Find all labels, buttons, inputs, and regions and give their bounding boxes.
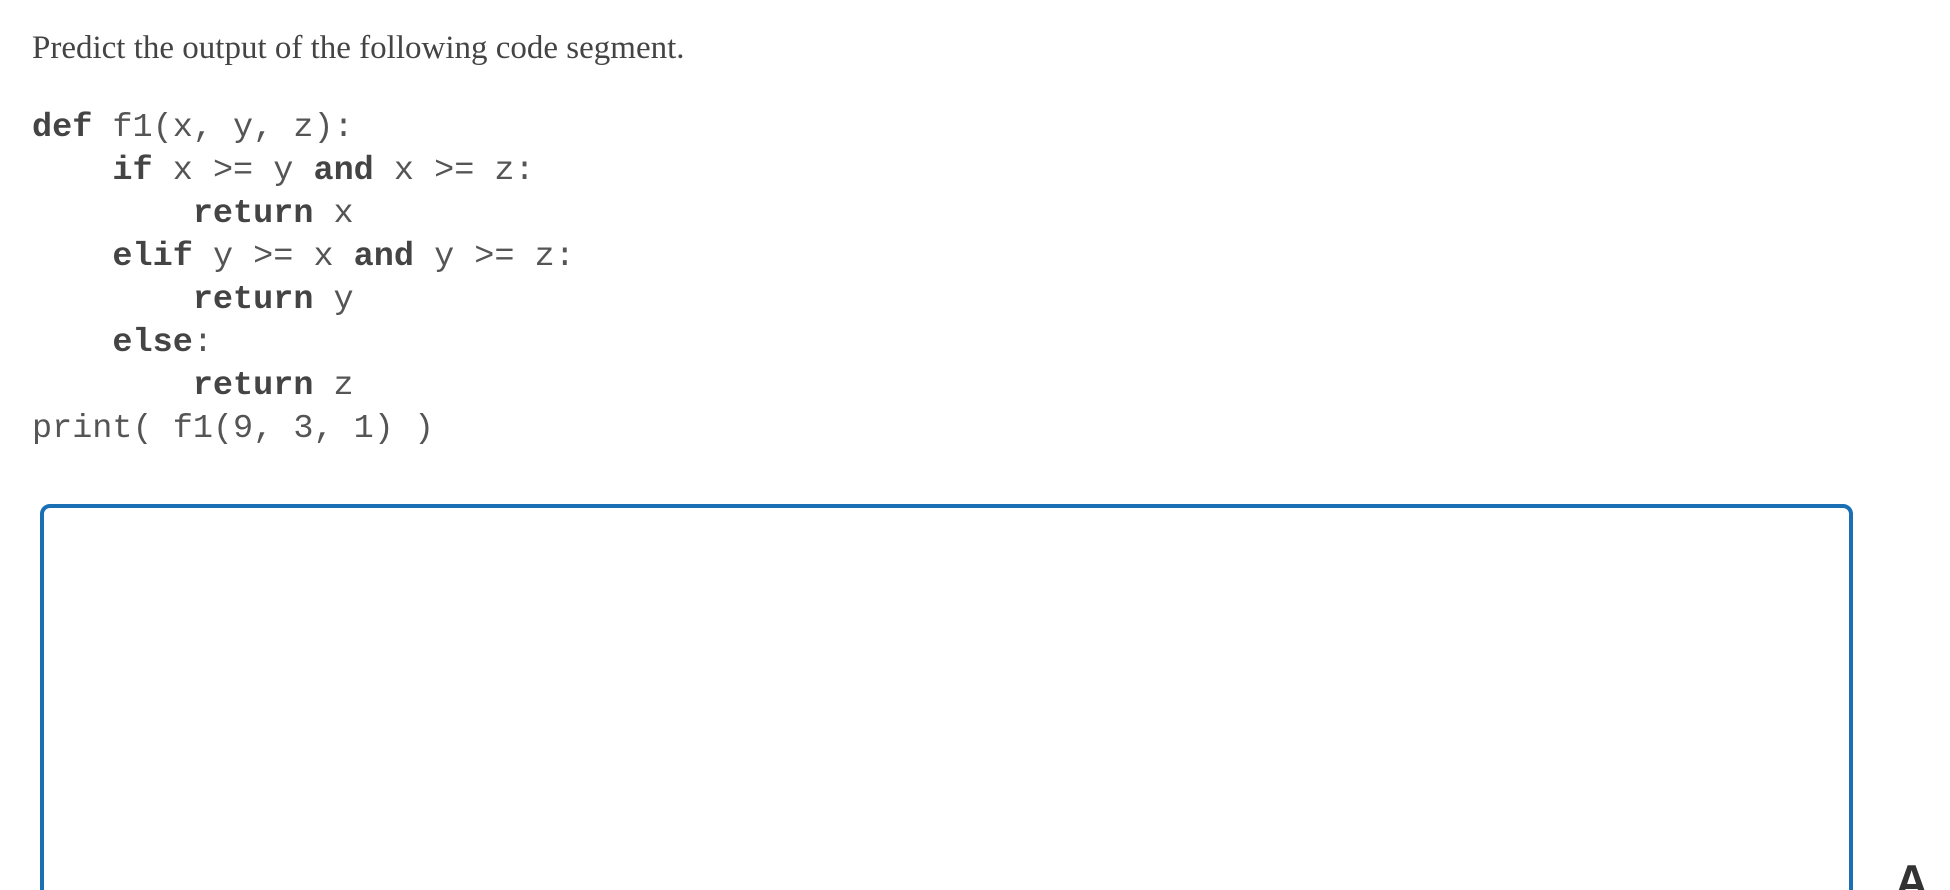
code-line: elif y >= x and y >= z: (32, 238, 575, 276)
code-keyword: else (112, 324, 193, 362)
code-line: return z (32, 367, 354, 405)
code-text (32, 238, 112, 276)
code-keyword: return (192, 367, 314, 405)
code-line: def f1(x, y, z): (32, 109, 354, 147)
code-keyword: return (192, 281, 314, 319)
code-keyword: elif (112, 238, 193, 276)
code-text: : (192, 324, 213, 362)
code-text (32, 281, 193, 319)
question-prompt: Predict the output of the following code… (32, 30, 685, 66)
code-text (32, 152, 112, 190)
code-line: if x >= y and x >= z: (32, 152, 535, 190)
code-text: y >= z: (413, 238, 575, 276)
code-text (32, 195, 193, 233)
code-text (32, 367, 193, 405)
code-keyword: def (32, 109, 93, 147)
code-line: print( f1(9, 3, 1) ) (32, 410, 434, 448)
code-line: else: (32, 324, 213, 362)
code-text: y (313, 281, 354, 319)
code-line: return y (32, 281, 354, 319)
code-line: return x (32, 195, 354, 233)
code-keyword: and (313, 152, 374, 190)
code-text: x (313, 195, 354, 233)
code-text: print( f1(9, 3, 1) ) (32, 410, 435, 448)
code-block: def f1(x, y, z): if x >= y and x >= z: r… (32, 107, 575, 451)
code-keyword: return (192, 195, 314, 233)
code-keyword: if (112, 152, 153, 190)
code-text: z (313, 367, 354, 405)
answer-input[interactable] (40, 504, 1853, 890)
code-text: f1(x, y, z): (92, 109, 354, 147)
code-keyword: and (353, 238, 414, 276)
code-text: x >= y (152, 152, 314, 190)
edge-glyph: A (1895, 855, 1929, 890)
code-text (32, 324, 112, 362)
code-text: x >= z: (373, 152, 535, 190)
code-text: y >= x (192, 238, 354, 276)
